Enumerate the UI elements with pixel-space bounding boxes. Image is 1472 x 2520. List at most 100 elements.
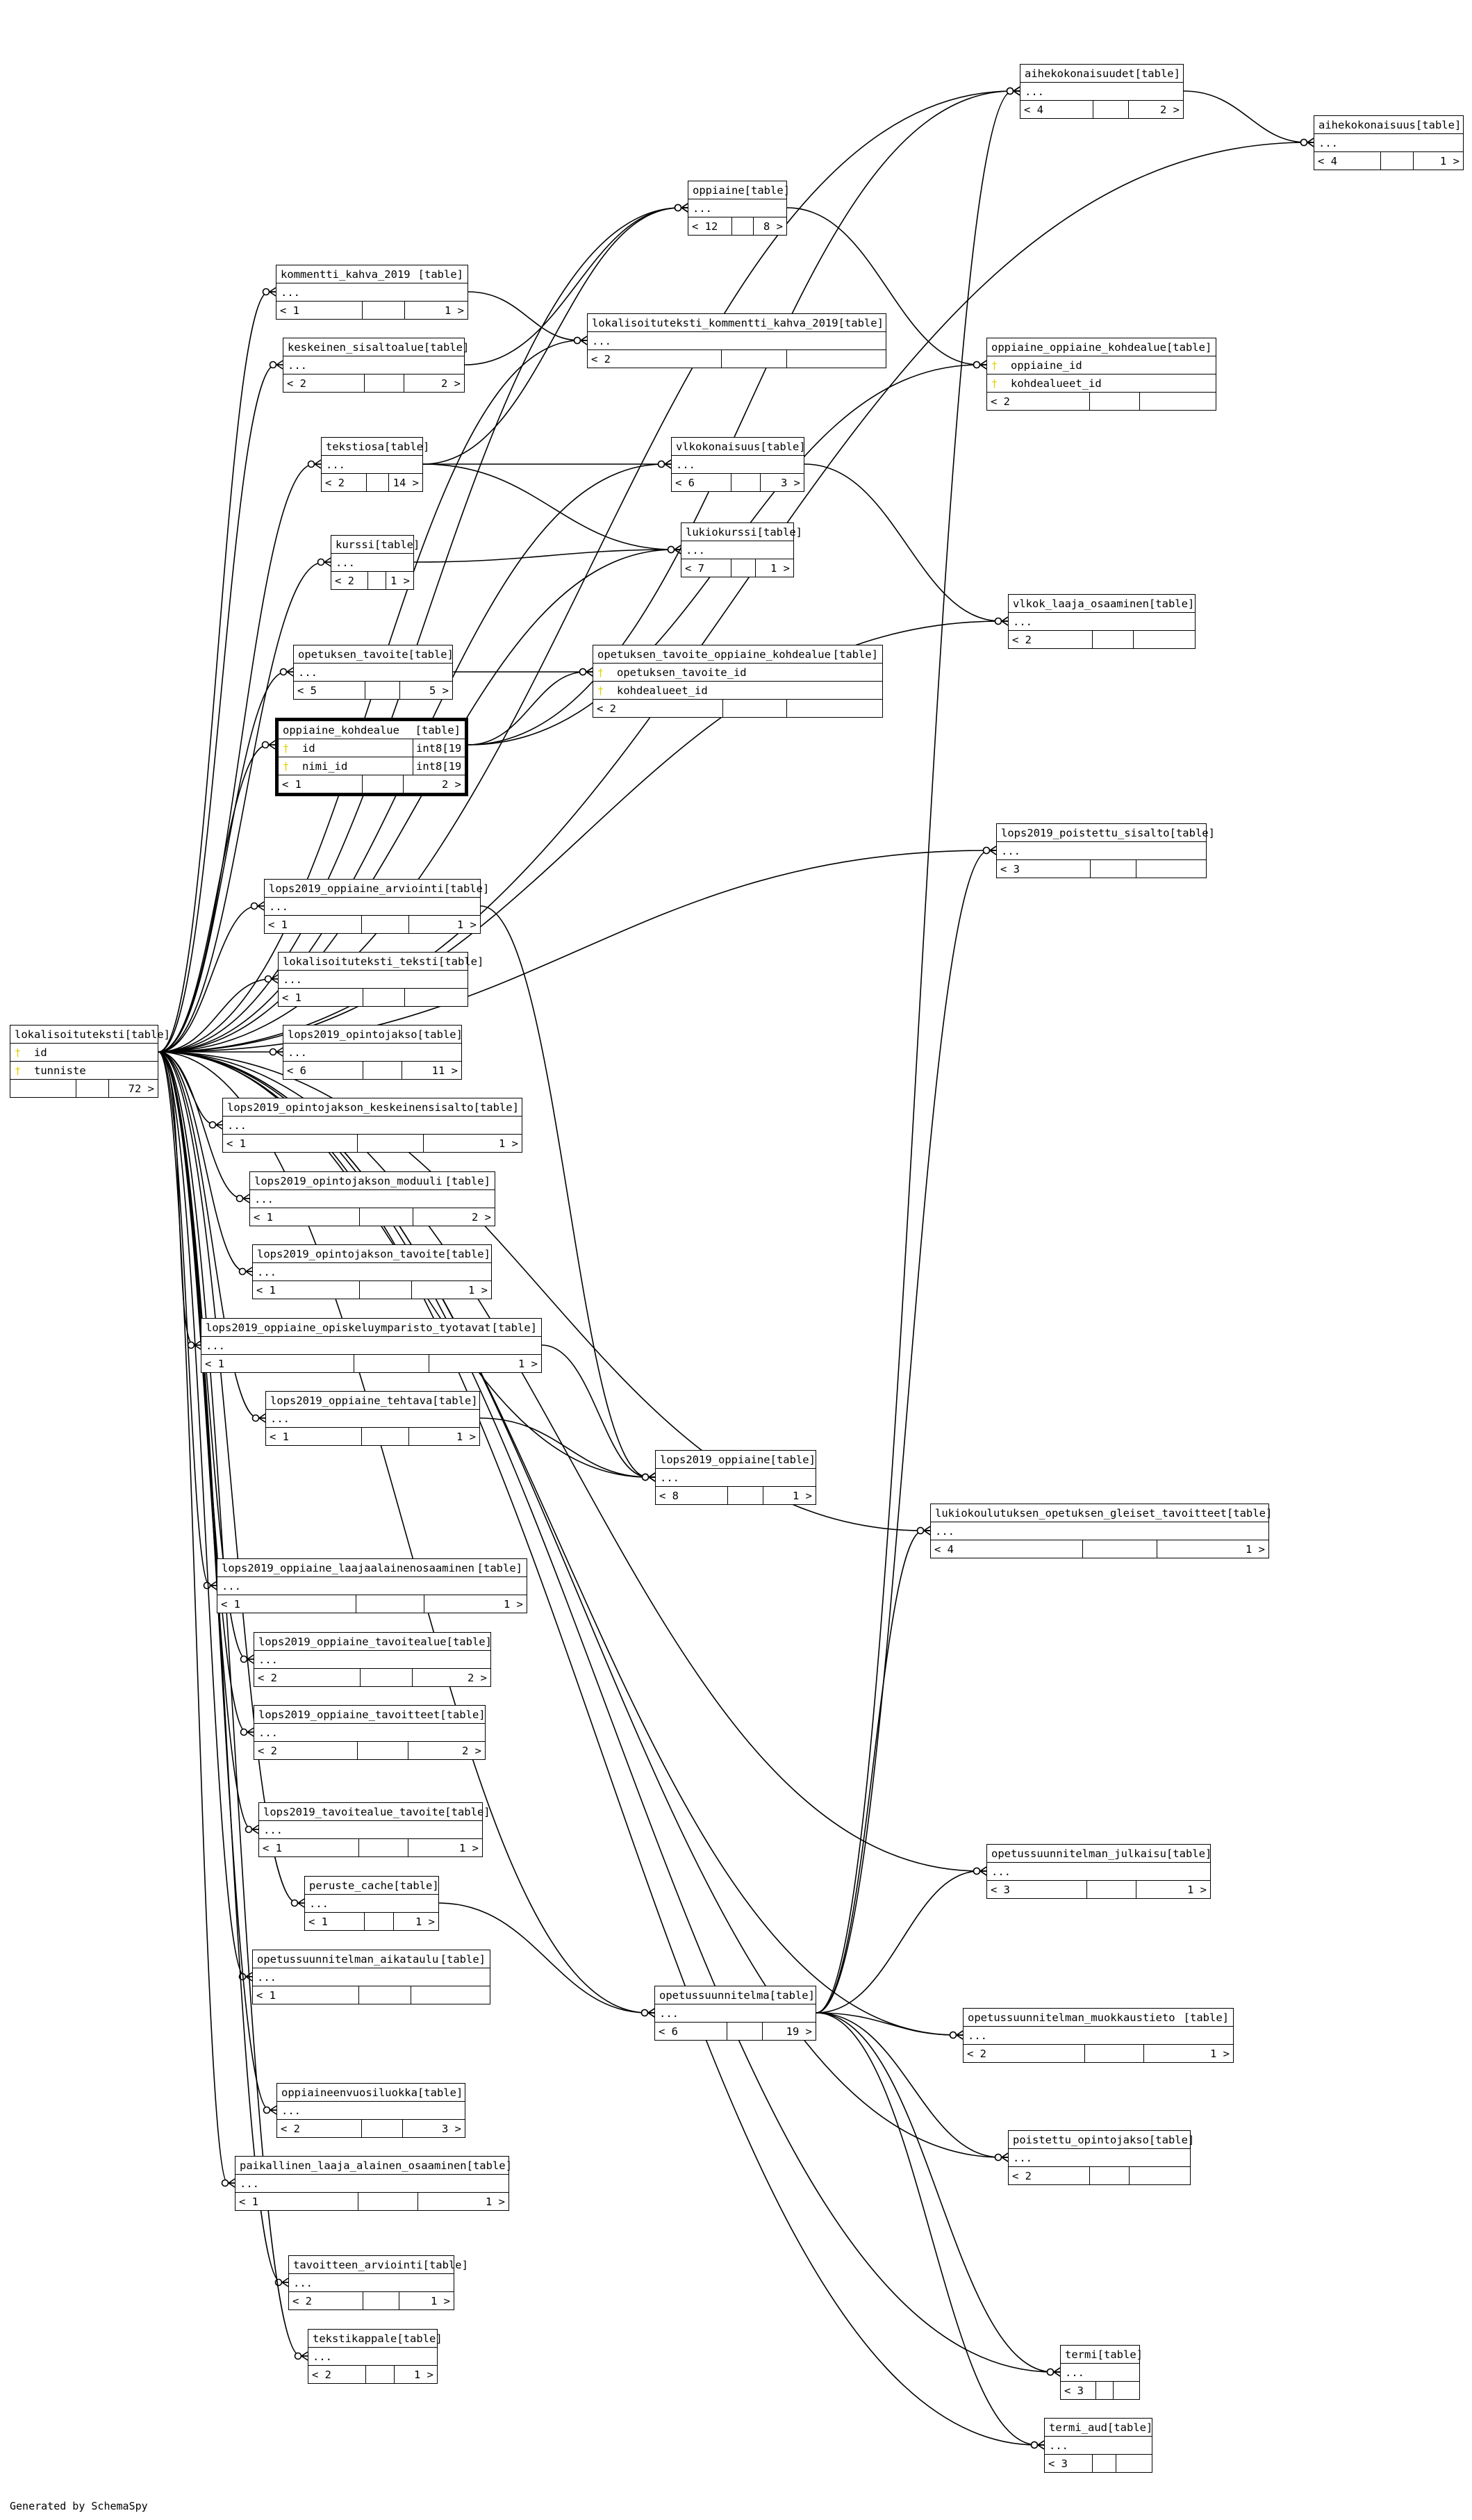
table-lops2019-oppiaine-opiskeluymparisto-tyotavat[interactable]: lops2019_oppiaine_opiskeluymparisto_tyot… xyxy=(201,1318,542,1373)
rows-count[interactable] xyxy=(358,1742,408,1759)
table-lops2019-oppiaine-laajaalainenosaaminen[interactable]: lops2019_oppiaine_laajaalainenosaaminen[… xyxy=(217,1558,527,1613)
table-lokalisoituteksti-kommentti-kahva-2019[interactable]: lokalisoituteksti_kommentti_kahva_2019[t… xyxy=(587,313,886,368)
children-count[interactable]: 1 > xyxy=(1210,2047,1230,2060)
children-count[interactable]: 3 > xyxy=(442,2122,461,2135)
children-count[interactable]: 19 > xyxy=(786,2025,812,2038)
children-count[interactable] xyxy=(1114,2382,1139,2399)
rows-count[interactable] xyxy=(732,217,754,235)
table-opetussuunnitelman-aikataulu[interactable]: opetussuunnitelman_aikataulu[table]...< … xyxy=(252,1950,490,2004)
parents-count[interactable]: < 1 xyxy=(276,302,363,319)
children-count[interactable] xyxy=(1130,2167,1190,2184)
rows-count[interactable] xyxy=(362,916,409,933)
rows-count[interactable] xyxy=(363,2292,399,2309)
table-opetussuunnitelman-muokkaustieto[interactable]: opetussuunnitelman_muokkaustieto[table].… xyxy=(963,2008,1234,2063)
rows-count[interactable] xyxy=(368,572,386,589)
parents-count[interactable]: < 2 xyxy=(308,2366,366,2383)
rows-count[interactable] xyxy=(731,474,761,491)
children-count[interactable]: 1 > xyxy=(793,1489,812,1502)
parents-count[interactable]: < 1 xyxy=(279,989,363,1006)
parents-count[interactable]: < 2 xyxy=(277,2120,362,2137)
rows-count[interactable] xyxy=(365,1913,394,1930)
children-count[interactable]: 1 > xyxy=(518,1357,538,1370)
children-count[interactable]: 2 > xyxy=(468,1671,487,1684)
rows-count[interactable] xyxy=(1090,393,1140,410)
table-termi-aud[interactable]: termi_aud[table]...< 3 xyxy=(1044,2418,1152,2473)
parents-count[interactable]: < 3 xyxy=(997,860,1091,878)
table-lops2019-oppiaine-tavoitealue[interactable]: lops2019_oppiaine_tavoitealue[table]...<… xyxy=(254,1632,492,1687)
parents-count[interactable]: < 2 xyxy=(254,1742,358,1759)
rows-count[interactable] xyxy=(1087,1881,1136,1898)
rows-count[interactable] xyxy=(365,374,404,392)
children-count[interactable] xyxy=(1116,2455,1152,2472)
children-count[interactable]: 1 > xyxy=(390,574,410,587)
children-count[interactable] xyxy=(787,700,882,717)
rows-count[interactable] xyxy=(359,1839,408,1856)
parents-count[interactable]: < 1 xyxy=(253,1281,360,1299)
children-count[interactable]: 1 > xyxy=(445,304,464,317)
children-count[interactable]: 3 > xyxy=(781,476,800,489)
rows-count[interactable] xyxy=(1090,2167,1130,2184)
children-count[interactable] xyxy=(1140,393,1216,410)
rows-count[interactable] xyxy=(362,1428,409,1445)
rows-count[interactable] xyxy=(727,2023,763,2040)
table-opetussuunnitelman-julkaisu[interactable]: opetussuunnitelman_julkaisu[table]...< 3… xyxy=(986,1844,1211,1899)
parents-count[interactable]: < 1 xyxy=(250,1208,360,1226)
rows-count[interactable] xyxy=(1085,2045,1144,2062)
rows-count[interactable] xyxy=(723,700,787,717)
children-count[interactable] xyxy=(1136,860,1206,878)
rows-count[interactable] xyxy=(363,989,405,1006)
children-count[interactable] xyxy=(405,989,468,1006)
table-poistettu-opintojakso[interactable]: poistettu_opintojakso[table]...< 2 xyxy=(1008,2130,1194,2185)
parents-count[interactable]: < 1 xyxy=(265,916,362,933)
rows-count[interactable] xyxy=(1093,631,1134,648)
rows-count[interactable] xyxy=(1083,1540,1157,1558)
table-oppiaine-oppiaine-kohdealue[interactable]: oppiaine_oppiaine_kohdealue[table]†oppia… xyxy=(986,338,1216,411)
parents-count[interactable]: < 4 xyxy=(1314,152,1381,170)
rows-count[interactable] xyxy=(1096,2382,1114,2399)
children-count[interactable]: 1 > xyxy=(1440,154,1459,167)
children-count[interactable]: 1 > xyxy=(770,561,790,575)
rows-count[interactable] xyxy=(731,559,756,577)
parents-count[interactable]: < 2 xyxy=(987,393,1090,410)
rows-count[interactable] xyxy=(76,1080,109,1097)
children-count[interactable]: 1 > xyxy=(414,2368,433,2381)
rows-count[interactable] xyxy=(358,2193,418,2210)
parents-count[interactable]: < 6 xyxy=(655,2023,727,2040)
rows-count[interactable] xyxy=(728,1487,763,1504)
table-lokalisoituteksti-teksti[interactable]: lokalisoituteksti_teksti[table]...< 1 xyxy=(278,952,483,1007)
parents-count[interactable]: < 3 xyxy=(1045,2455,1093,2472)
parents-count[interactable]: < 2 xyxy=(322,474,367,491)
parents-count[interactable]: < 2 xyxy=(289,2292,363,2309)
rows-count[interactable] xyxy=(366,2366,395,2383)
table-paikallinen-laaja-alainen-osaaminen[interactable]: paikallinen_laaja_alainen_osaaminen[tabl… xyxy=(235,2156,512,2211)
table-lukiokoulutuksen-opetuksen-gleiset-tavoitteet[interactable]: lukiokoulutuksen_opetuksen_gleiset_tavoi… xyxy=(930,1504,1272,1558)
rows-count[interactable] xyxy=(362,2120,403,2137)
parents-count[interactable]: < 4 xyxy=(931,1540,1083,1558)
children-count[interactable]: 1 > xyxy=(457,918,477,931)
parents-count[interactable]: < 2 xyxy=(1009,631,1093,648)
parents-count[interactable]: < 1 xyxy=(217,1595,356,1613)
parents-count[interactable]: < 1 xyxy=(305,1913,365,1930)
rows-count[interactable] xyxy=(1381,152,1414,170)
parents-count[interactable]: < 2 xyxy=(283,374,365,392)
children-count[interactable]: 1 > xyxy=(1187,1883,1207,1896)
parents-count[interactable]: < 8 xyxy=(656,1487,728,1504)
children-count[interactable]: 14 > xyxy=(392,476,419,489)
parents-count[interactable]: < 4 xyxy=(1020,101,1093,118)
children-count[interactable]: 5 > xyxy=(429,684,449,697)
parents-count[interactable]: < 1 xyxy=(259,1839,359,1856)
parents-count[interactable]: < 3 xyxy=(1061,2382,1096,2399)
children-count[interactable]: 2 > xyxy=(1160,103,1180,116)
